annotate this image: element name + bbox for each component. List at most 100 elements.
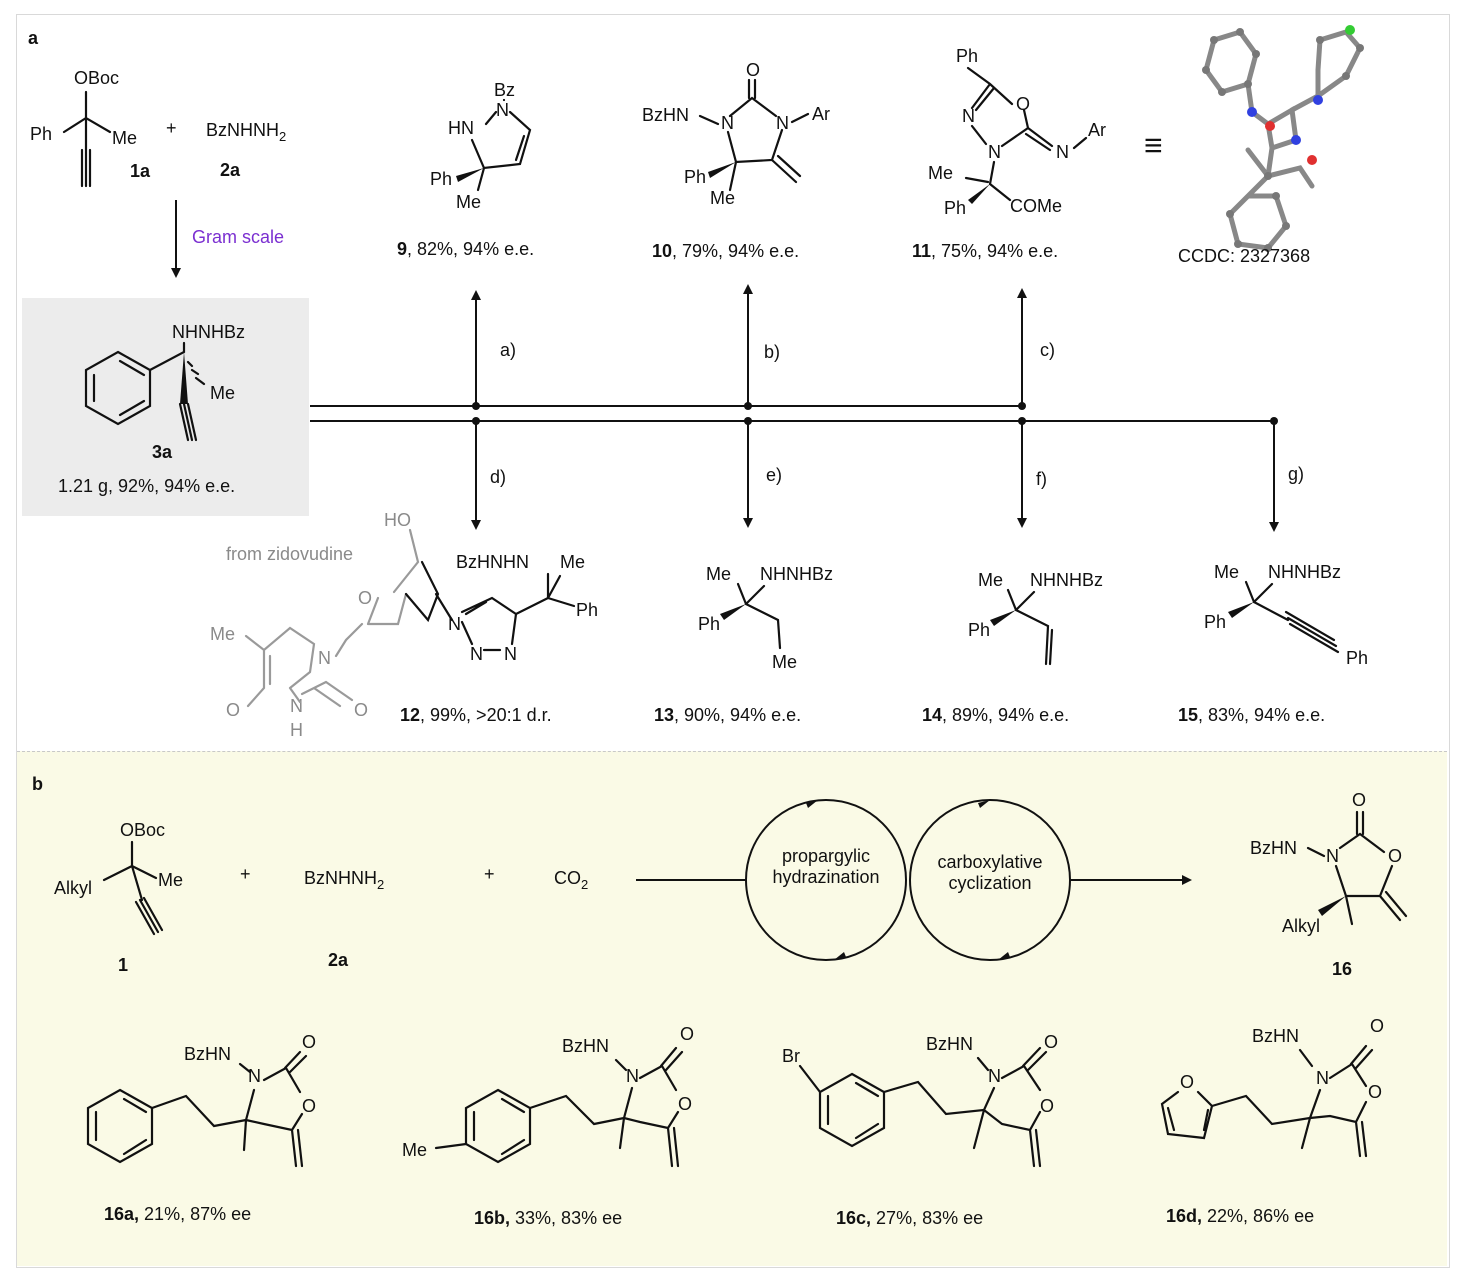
yield-9: 9, 82%, 94% e.e. — [397, 239, 534, 259]
xray-structure — [1202, 25, 1364, 252]
label-ring-o: O — [358, 588, 372, 608]
label-me2: Me — [772, 652, 797, 672]
cycle-arrow — [834, 952, 846, 960]
gram-scale-label: Gram scale — [192, 227, 284, 247]
label-o: O — [1044, 1032, 1058, 1052]
label-ph: Ph — [430, 169, 452, 189]
label-me: Me — [456, 192, 481, 212]
compound-9: Bz N HN Ph Me 9, 82%, 94% e.e. — [397, 80, 534, 259]
cycle-arrow — [978, 800, 990, 808]
label-co2: CO2 — [554, 868, 588, 892]
label-n2: N — [470, 644, 483, 664]
label-n: N — [1326, 846, 1339, 866]
cycle1-line2: hydrazination — [772, 867, 879, 887]
compound-14: Me NHNHBz Ph 14, 89%, 94% e.e. — [922, 570, 1103, 725]
label-n2: N — [776, 113, 789, 133]
condition-d: d) — [490, 467, 506, 487]
label-h: H — [290, 720, 303, 740]
label-bzhn: BzHN — [926, 1034, 973, 1054]
label-ph2: Ph — [944, 198, 966, 218]
label-bzhn: BzHN — [642, 105, 689, 125]
label-bzhn: BzHN — [184, 1044, 231, 1064]
label-ph: Ph — [576, 600, 598, 620]
label-o2: O — [1040, 1096, 1054, 1116]
compound-16a: BzHN N O O 16a, 21%, 87% ee — [86, 1032, 316, 1224]
label-nh: N — [290, 696, 303, 716]
cycle1-line1: propargylic — [782, 846, 870, 866]
label-hn: HN — [448, 118, 474, 138]
label-o: O — [1352, 790, 1366, 810]
plus-sign: + — [166, 118, 177, 138]
label-n: N — [626, 1066, 639, 1086]
label-ph: Ph — [956, 46, 978, 66]
yield-16d: 16d, 22%, 86% ee — [1166, 1206, 1314, 1226]
label-ph: Ph — [698, 614, 720, 634]
central-compound-box — [22, 298, 309, 516]
label-n1: N — [448, 614, 461, 634]
label-me: Me — [710, 188, 735, 208]
plus-sign-1: + — [240, 864, 251, 884]
yield-15: 15, 83%, 94% e.e. — [1178, 705, 1325, 725]
label-me: Me — [1214, 562, 1239, 582]
yield-14: 14, 89%, 94% e.e. — [922, 705, 1069, 725]
compound-id-2a: 2a — [220, 160, 241, 180]
compound-id-1a: 1a — [130, 161, 151, 181]
label-o2: O — [1368, 1082, 1382, 1102]
compound-12: from zidovudine HO O Me N O N H O N N N … — [210, 510, 598, 740]
label-bzhn: BzHN — [562, 1036, 609, 1056]
label-n: N — [248, 1066, 261, 1086]
label-me: Me — [158, 870, 183, 890]
condition-b: b) — [764, 342, 780, 362]
label-n3: N — [504, 644, 517, 664]
compound-16b: BzHN N O O Me 16b, 33%, 83% ee — [402, 1024, 694, 1228]
label-ph2: Ph — [1346, 648, 1368, 668]
label-from-zidovudine: from zidovudine — [226, 544, 353, 564]
panel-label-a: a — [28, 28, 39, 48]
compound-2a-b: BzNHNH2 2a — [304, 868, 384, 970]
cycle2-line2: cyclization — [948, 873, 1031, 893]
label-oboc: OBoc — [74, 68, 119, 88]
compound-id-2a: 2a — [328, 950, 349, 970]
compound-id-16: 16 — [1332, 959, 1352, 979]
label-nhnhbz: NHNHBz — [760, 564, 833, 584]
label-me: Me — [928, 163, 953, 183]
yield-16c: 16c, 27%, 83% ee — [836, 1208, 983, 1228]
label-furan-o: O — [1180, 1072, 1194, 1092]
label-o: O — [1016, 94, 1030, 114]
label-me: Me — [706, 564, 731, 584]
label-me: Me — [560, 552, 585, 572]
label-o2: O — [678, 1094, 692, 1114]
junction-dots — [472, 402, 1278, 425]
label-me: Me — [112, 128, 137, 148]
label-come: COMe — [1010, 196, 1062, 216]
label-n: N — [1316, 1068, 1329, 1088]
label-ar: Ar — [812, 104, 830, 124]
label-ph: Ph — [968, 620, 990, 640]
label-oboc: OBoc — [120, 820, 165, 840]
yield-3a: 1.21 g, 92%, 94% e.e. — [58, 476, 235, 496]
label-n: N — [496, 100, 509, 120]
label-alkyl: Alkyl — [1282, 916, 1320, 936]
label-ph: Ph — [1204, 612, 1226, 632]
label-o: O — [302, 1032, 316, 1052]
label-nhnhbz: NHNHBz — [172, 322, 245, 342]
compound-16c: BzHN N O O Br 16c, 27%, 83% ee — [782, 1032, 1058, 1228]
yield-16b: 16b, 33%, 83% ee — [474, 1208, 622, 1228]
panel-b-background — [17, 751, 1447, 1266]
label-ho: HO — [384, 510, 411, 530]
panel-label-b: b — [32, 774, 43, 794]
yield-13: 13, 90%, 94% e.e. — [654, 705, 801, 725]
label-bz: Bz — [494, 80, 515, 100]
cycle2-line1: carboxylative — [937, 852, 1042, 872]
label-n1: N — [721, 113, 734, 133]
label-o2: O — [354, 700, 368, 720]
label-me: Me — [402, 1140, 427, 1160]
ccdc-number: CCDC: 2327368 — [1178, 246, 1310, 266]
label-bznhnh2: BzNHNH2 — [304, 868, 384, 892]
label-n1: N — [962, 106, 975, 126]
cycle-arrow — [806, 800, 818, 808]
label-n3: N — [1056, 142, 1069, 162]
label-o: O — [746, 60, 760, 80]
label-bznhnh2: BzNHNH2 — [206, 120, 286, 144]
